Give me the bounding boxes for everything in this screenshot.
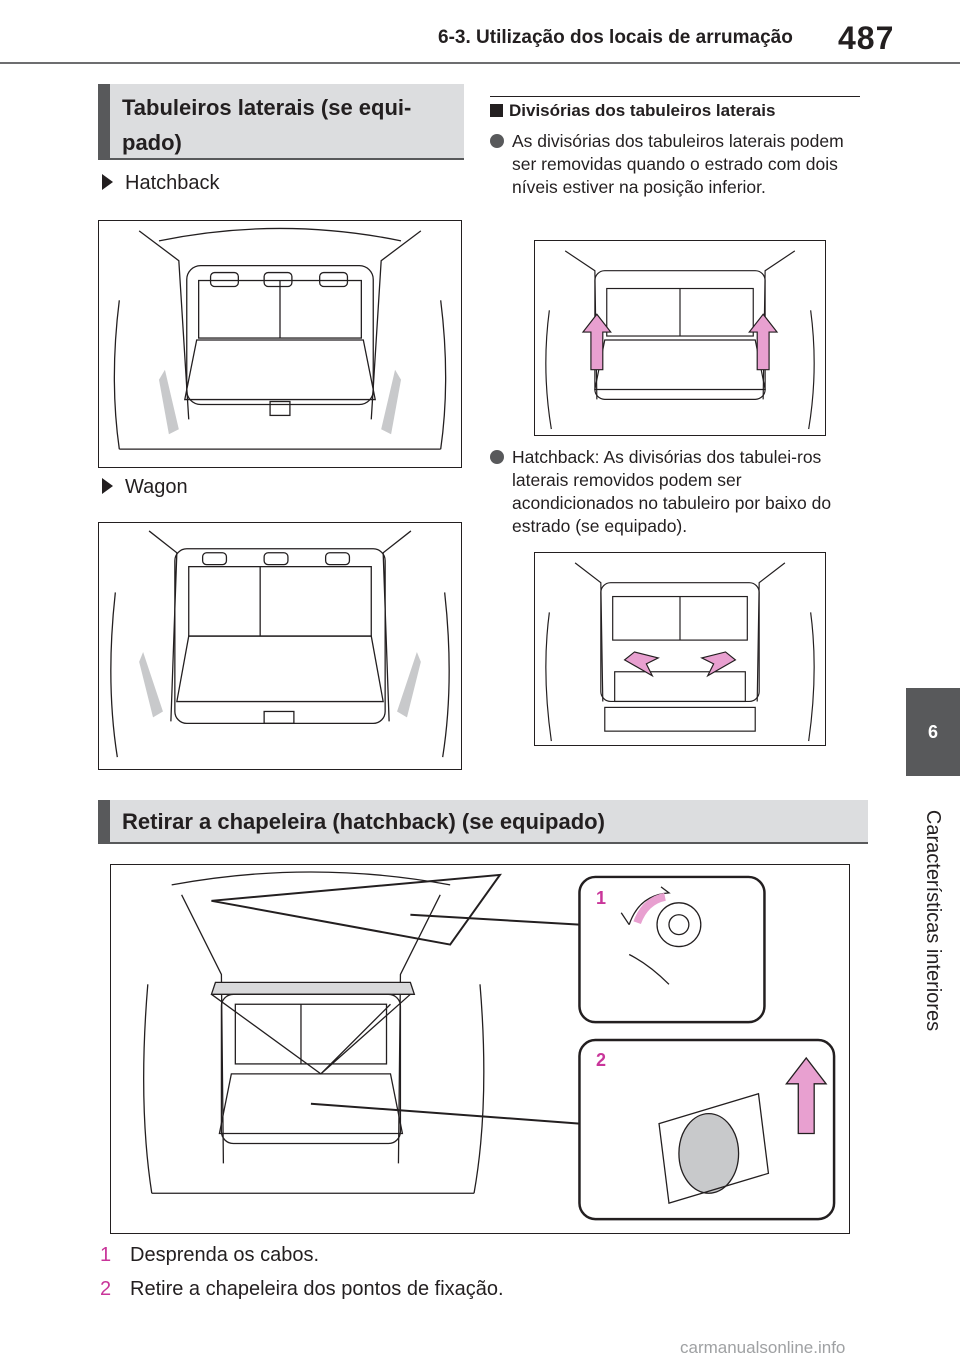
round-bullet-icon xyxy=(490,450,504,464)
step-text: Desprenda os cabos. xyxy=(130,1244,320,1266)
round-bullet-icon xyxy=(490,134,504,148)
divider-removal-illustration xyxy=(534,240,826,436)
page-number: 487 xyxy=(838,20,895,56)
section-title: 6-3. Utilização dos locais de arrumação xyxy=(438,27,793,48)
header-rule xyxy=(0,62,960,64)
dividers-bullet-1: As divisórias dos tabuleiros laterais po… xyxy=(490,130,860,199)
step-1: 1 Desprenda os cabos. xyxy=(100,1244,319,1267)
divider-storage-illustration xyxy=(534,552,826,746)
callout-2: 2 xyxy=(596,1050,607,1070)
section-heading-line1: Tabuleiros laterais (se equi- xyxy=(122,95,412,120)
dividers-bullet-2: Hatchback: As divisórias dos tabulei-ros… xyxy=(490,446,860,538)
wagon-trunk-illustration xyxy=(98,522,462,770)
section-heading-line2: pado) xyxy=(122,130,182,155)
triangle-bullet-icon xyxy=(102,478,113,494)
triangle-bullet-icon xyxy=(102,174,113,190)
chapter-tab: 6 xyxy=(906,688,960,776)
hatchback-label: Hatchback xyxy=(102,172,220,195)
section-heading-parcel-shelf: Retirar a chapeleira (hatchback) (se equ… xyxy=(98,800,868,844)
step-text: Retire a chapeleira dos pontos de fixaçã… xyxy=(130,1278,504,1300)
wagon-label: Wagon xyxy=(102,476,188,499)
step-number: 1 xyxy=(100,1244,112,1266)
square-bullet-icon xyxy=(490,104,503,117)
dividers-heading: Divisórias dos tabuleiros laterais xyxy=(490,96,860,121)
watermark: carmanualsonline.info xyxy=(680,1338,846,1357)
step-number: 2 xyxy=(100,1278,112,1300)
section-heading-side-trays: Tabuleiros laterais (se equi- pado) xyxy=(98,84,464,160)
parcel-shelf-removal-illustration xyxy=(110,864,850,1234)
chapter-label: Características interiores xyxy=(906,790,960,1050)
chapter-label-text: Características interiores xyxy=(922,809,945,1031)
step-2: 2 Retire a chapeleira dos pontos de fixaç… xyxy=(100,1278,504,1301)
callout-1: 1 xyxy=(596,888,607,908)
hatchback-trunk-illustration xyxy=(98,220,462,468)
